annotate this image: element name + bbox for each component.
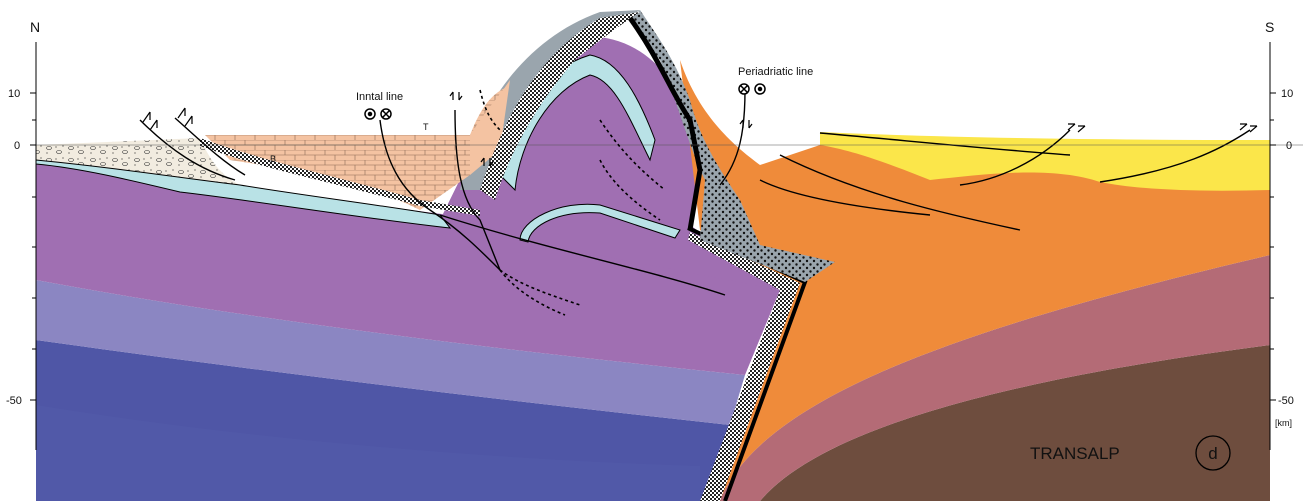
transalp-title: TRANSALP [1030,444,1120,463]
periadriatic-line-label: Periadriatic line [738,66,813,78]
panel-letter: d [1208,444,1217,463]
right-axis [1270,42,1276,450]
left-tick-0: 0 [14,140,20,152]
unit-t-label: T [423,122,429,132]
north-label: N [30,19,40,35]
left-axis [30,42,36,450]
inntal-line-label: Inntal line [356,91,403,103]
right-tick-0: 0 [1286,140,1292,152]
south-label: S [1265,19,1274,35]
right-tick-minus-50: -50 [1278,395,1294,407]
unit-label: [km] [1275,418,1292,428]
unit-b-label: B [270,154,276,164]
right-tick-10: 10 [1281,88,1293,100]
left-tick-10: 10 [8,88,20,100]
left-tick-minus-50: -50 [6,395,22,407]
